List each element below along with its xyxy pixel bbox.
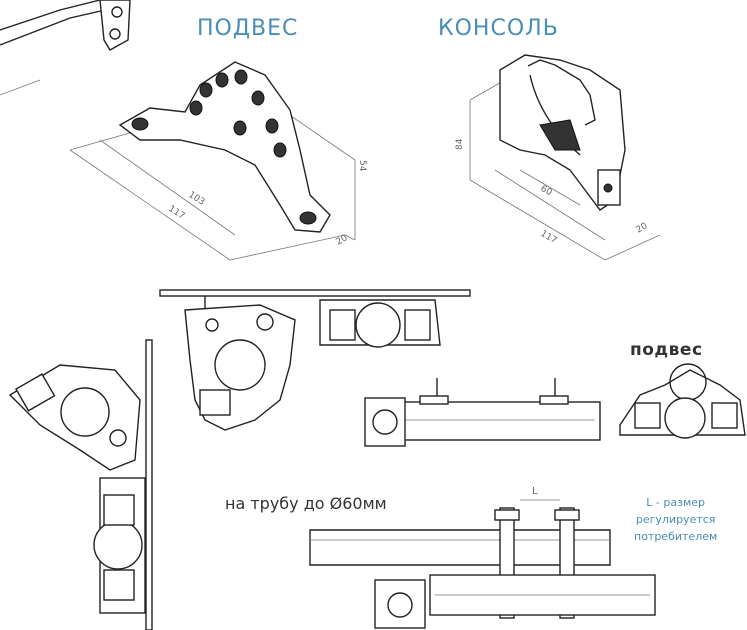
note-line-2: регулируется bbox=[635, 513, 716, 527]
ceiling-mounts bbox=[159, 289, 471, 431]
L-dimension-marker: L bbox=[532, 486, 538, 497]
dim-console-60: 60 bbox=[539, 184, 554, 199]
luminaire-suspended bbox=[364, 378, 601, 447]
suspension-title: ПОДВЕС bbox=[197, 16, 299, 41]
pipe-mount-label: на трубу до Ø60мм bbox=[225, 494, 387, 513]
dim-suspension-20: 20 bbox=[335, 233, 350, 248]
dim-suspension-54: 54 bbox=[357, 160, 367, 172]
dim-console-20: 20 bbox=[635, 221, 650, 236]
dim-suspension-117: 117 bbox=[166, 204, 186, 222]
suspension-side-view bbox=[619, 363, 746, 439]
partial-bracket-topleft bbox=[0, 0, 131, 96]
suspension-bracket-drawing: 103 117 54 20 bbox=[69, 61, 367, 261]
console-bracket-drawing: 84 60 117 20 bbox=[455, 54, 661, 261]
note-line-1: L - размер bbox=[646, 496, 705, 509]
console-title: КОНСОЛЬ bbox=[438, 16, 559, 41]
dim-console-117: 117 bbox=[539, 229, 559, 246]
adjustment-note: L - размер регулируется потребителем bbox=[634, 494, 717, 545]
note-line-3: потребителем bbox=[634, 530, 718, 544]
dim-console-84: 84 bbox=[455, 138, 465, 150]
dim-suspension-103: 103 bbox=[186, 190, 206, 208]
pipe-mount: L bbox=[309, 486, 656, 629]
wall-mounts bbox=[8, 339, 153, 630]
suspension-label: подвес bbox=[630, 340, 703, 360]
